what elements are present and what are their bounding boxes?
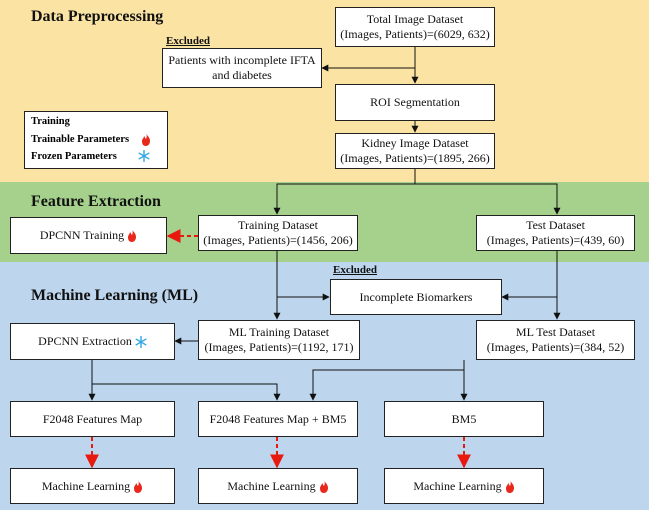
- snowflake-icon: [135, 335, 147, 348]
- legend-frozen-label: Frozen Parameters: [31, 150, 117, 162]
- section-title-feature-extraction: Feature Extraction: [31, 193, 161, 210]
- flame-icon: [141, 133, 151, 146]
- flame-icon: [127, 229, 137, 242]
- excluded-label-ml: Excluded: [333, 264, 378, 276]
- arrow-bm5-branch-to-combined: [309, 369, 464, 401]
- training-dataset-box: Training Dataset (Images, Patients)=(145…: [198, 215, 358, 251]
- flame-icon: [133, 479, 143, 493]
- flame-icon: [505, 479, 515, 493]
- ml-test-dataset-box: ML Test Dataset (Images, Patients)=(384,…: [476, 320, 635, 360]
- snowflake-icon: [138, 150, 150, 162]
- arrow-extraction-to-combined: [92, 383, 281, 401]
- excluded-patients-box: Patients with incomplete IFTA and diabet…: [162, 48, 322, 88]
- machine-learning-box-3: Machine Learning: [384, 468, 544, 504]
- bm5-box: BM5: [384, 401, 544, 437]
- incomplete-biomarkers-box: Incomplete Biomarkers: [330, 279, 502, 315]
- section-title-machine-learning: Machine Learning (ML): [31, 287, 199, 304]
- machine-learning-box-2: Machine Learning: [198, 468, 358, 504]
- arrow-kidney-to-training: [273, 169, 416, 215]
- dpcnn-extraction-box: DPCNN Extraction: [10, 323, 175, 360]
- excluded-label-preprocessing: Excluded: [166, 35, 211, 47]
- total-image-dataset-box: Total Image Dataset (Images, Patients)=(…: [335, 7, 495, 47]
- kidney-image-dataset-box: Kidney Image Dataset (Images, Patients)=…: [335, 133, 495, 169]
- legend-trainable-label: Trainable Parameters: [31, 134, 130, 145]
- machine-learning-box-1: Machine Learning: [10, 468, 175, 504]
- flame-icon: [319, 479, 329, 493]
- section-title-preprocessing: Data Preprocessing: [31, 8, 164, 25]
- dpcnn-training-box: DPCNN Training: [10, 217, 167, 254]
- arrow-kidney-to-test: [415, 183, 561, 215]
- f2048-features-map-box: F2048 Features Map: [10, 401, 175, 437]
- legend-training-label: Training: [31, 116, 70, 127]
- legend: Training Trainable Parameters Frozen Par…: [24, 111, 168, 169]
- f2048-bm5-box: F2048 Features Map + BM5: [198, 401, 358, 437]
- test-dataset-box: Test Dataset (Images, Patients)=(439, 60…: [476, 215, 635, 251]
- roi-segmentation-box: ROI Segmentation: [335, 84, 495, 121]
- ml-training-dataset-box: ML Training Dataset (Images, Patients)=(…: [198, 320, 360, 360]
